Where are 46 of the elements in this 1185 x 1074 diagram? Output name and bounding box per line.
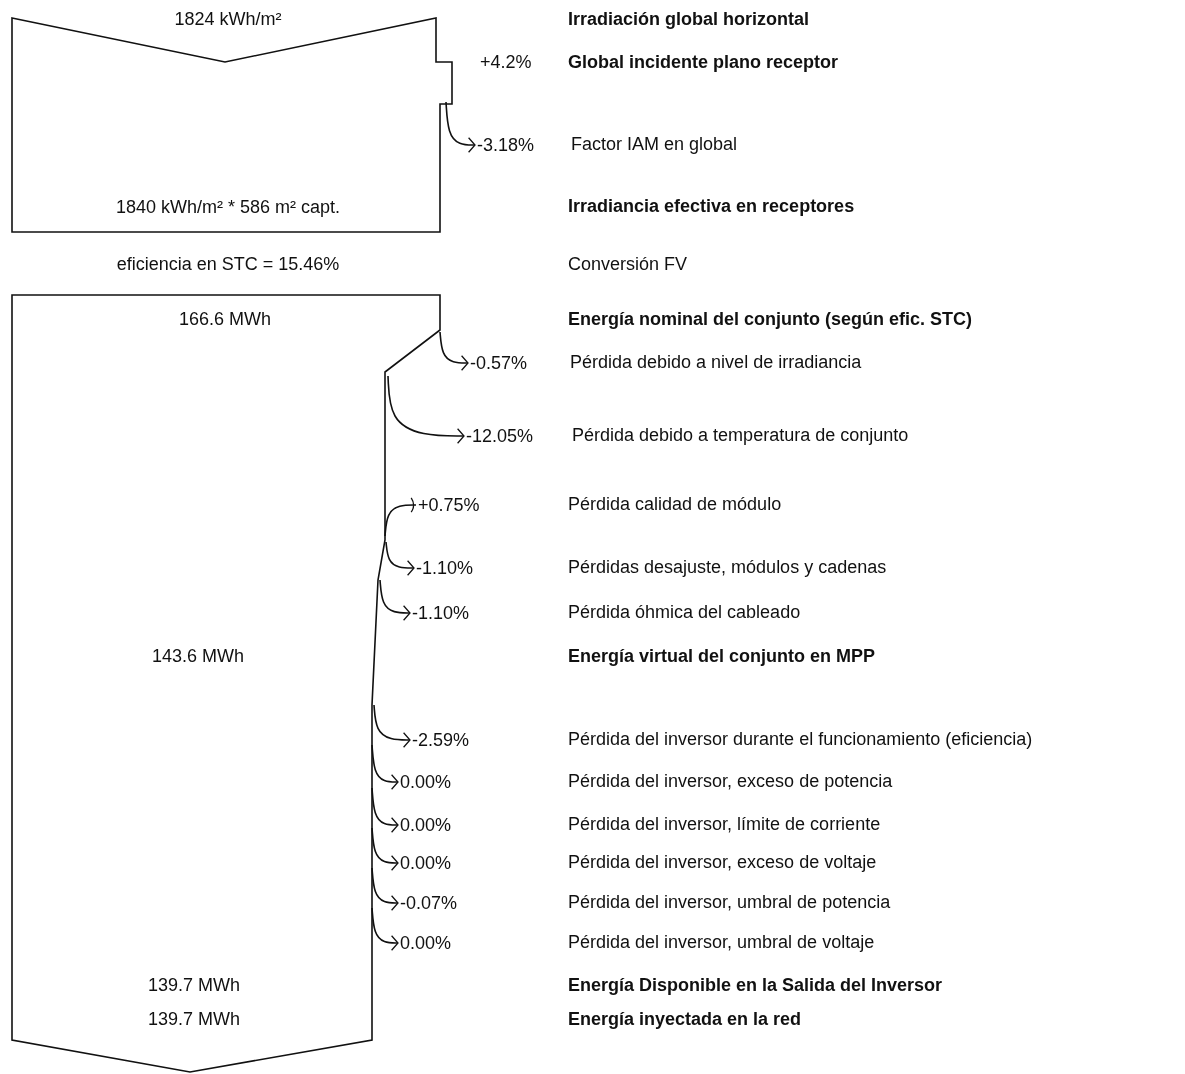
step-label: Irradiación global horizontal xyxy=(568,10,810,30)
step-label: Pérdida calidad de módulo xyxy=(568,495,782,515)
loss-percentage: -2.59% xyxy=(412,729,470,751)
step-label: Pérdida del inversor, exceso de potencia xyxy=(568,772,893,792)
loss-percentage: -1.10% xyxy=(412,602,470,624)
loss-percentage: -12.05% xyxy=(466,425,534,447)
loss-percentage: 0.00% xyxy=(400,852,452,874)
gain-percentage: +4.2% xyxy=(480,53,532,73)
loss-percentage: 0.00% xyxy=(400,814,452,836)
energy-value: 166.6 MWh xyxy=(179,310,271,330)
loss-percentage: 0.00% xyxy=(400,932,452,954)
energy-value: 1840 kWh/m² * 586 m² capt. xyxy=(115,198,341,218)
loss-arrow xyxy=(387,375,465,444)
energy-value: 1824 kWh/m² xyxy=(174,10,282,30)
step-label: Global incidente plano receptor xyxy=(568,53,839,73)
step-label: Pérdida del inversor, límite de corriente xyxy=(568,815,881,835)
step-label: eficiencia en STC = 15.46% xyxy=(116,255,340,275)
loss-arrow xyxy=(385,541,415,576)
step-label: Pérdida del inversor, umbral de voltaje xyxy=(568,933,875,953)
step-label: Pérdida debido a temperatura de conjunto xyxy=(572,426,909,446)
loss-arrow xyxy=(439,331,469,371)
step-label: Energía Disponible en la Salida del Inversor xyxy=(568,976,943,996)
loss-percentage: -0.07% xyxy=(400,892,458,914)
step-label: Energía inyectada en la red xyxy=(568,1010,802,1030)
step-label: Energía virtual del conjunto en MPP xyxy=(568,647,876,667)
step-label: Irradiancia efectiva en receptores xyxy=(568,197,855,217)
loss-percentage: -1.10% xyxy=(416,557,474,579)
loss-percentage: 0.00% xyxy=(400,771,452,793)
step-label: Pérdida del inversor, umbral de potencia xyxy=(568,893,891,913)
step-label: Pérdidas desajuste, módulos y cadenas xyxy=(568,558,887,578)
step-label: Pérdida del inversor durante el funcionamiento (eficiencia) xyxy=(568,730,1033,750)
loss-percentage: -0.57% xyxy=(470,352,528,374)
step-label: Conversión FV xyxy=(568,255,688,275)
step-label: Pérdida debido a nivel de irradiancia xyxy=(570,353,862,373)
step-label: Factor IAM en global xyxy=(571,135,738,155)
step-label: Pérdida óhmica del cableado xyxy=(568,603,801,623)
loss-arrow xyxy=(379,579,411,621)
step-label: Energía nominal del conjunto (según efic. STC) xyxy=(568,310,973,330)
step-label: Pérdida del inversor, exceso de voltaje xyxy=(568,853,877,873)
energy-value: 139.7 MWh xyxy=(148,976,240,996)
loss-percentage: +0.75% xyxy=(418,494,480,516)
energy-value: 139.7 MWh xyxy=(148,1010,240,1030)
energy-value: 143.6 MWh xyxy=(152,647,244,667)
loss-arrow xyxy=(445,101,476,153)
loss-percentage: -3.18% xyxy=(477,134,535,156)
loss-arrow xyxy=(373,704,411,748)
